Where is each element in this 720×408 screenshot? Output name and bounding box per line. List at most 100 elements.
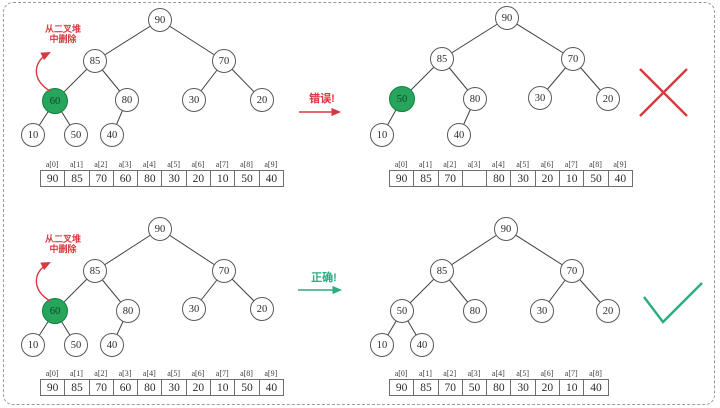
array-cell: 90 bbox=[40, 170, 66, 187]
array-cell: 30 bbox=[161, 170, 187, 187]
array-cell: 70 bbox=[88, 379, 114, 396]
array-index-label: a[6] bbox=[191, 160, 205, 169]
array-index-label: a[0] bbox=[45, 160, 59, 169]
array-index-label: a[5] bbox=[516, 160, 530, 169]
heap-node-heap-before-bottom-60: 60 bbox=[42, 298, 68, 324]
array-cell: 80 bbox=[137, 379, 163, 396]
heap-node-heap-before-bottom-70: 70 bbox=[212, 259, 236, 283]
array-index-label: a[0] bbox=[394, 369, 408, 378]
array-cell: 20 bbox=[534, 170, 561, 187]
array-index-label: a[6] bbox=[540, 160, 554, 169]
array-cell: 70 bbox=[437, 379, 463, 396]
heap-node-heap-before-top-85: 85 bbox=[83, 49, 107, 73]
heap-node-heap-before-bottom-40: 40 bbox=[100, 333, 124, 357]
heap-node-heap-before-top-70: 70 bbox=[212, 49, 236, 73]
heap-node-heap-before-top-50: 50 bbox=[64, 123, 88, 147]
array-index-label: a[2] bbox=[94, 160, 108, 169]
array-cell: 20 bbox=[534, 379, 561, 396]
array-index-label: a[1] bbox=[419, 369, 432, 378]
heap-node-heap-after-correct-85: 85 bbox=[430, 259, 454, 283]
heap-node-heap-before-top-30: 30 bbox=[182, 88, 206, 112]
heap-node-heap-after-wrong-85: 85 bbox=[430, 47, 454, 71]
array-cell: 10 bbox=[210, 170, 236, 187]
heap-node-heap-after-correct-50: 50 bbox=[390, 299, 414, 323]
delete-note-bottom-line2: 中删除 bbox=[49, 244, 77, 254]
array-index-label: a[3] bbox=[118, 369, 132, 378]
heap-node-heap-after-wrong-10: 10 bbox=[370, 123, 394, 147]
array-cell: 85 bbox=[413, 379, 439, 396]
array-index-label: a[2] bbox=[94, 369, 108, 378]
array-index-label: a[5] bbox=[167, 369, 181, 378]
array-index-label: a[4] bbox=[491, 369, 505, 378]
array-cell: 90 bbox=[389, 379, 415, 396]
delete-note-top-line1: 从二叉堆 bbox=[44, 24, 81, 34]
heap-node-heap-after-wrong-20: 20 bbox=[596, 87, 620, 111]
array-cell: 50 bbox=[583, 170, 609, 187]
array-cell: 50 bbox=[234, 170, 260, 187]
heap-node-heap-after-wrong-70: 70 bbox=[561, 47, 585, 71]
array-index-label: a[9] bbox=[264, 160, 278, 169]
array-cell: 30 bbox=[510, 379, 536, 396]
heap-node-heap-before-bottom-10: 10 bbox=[21, 333, 45, 357]
array-index-label: a[0] bbox=[45, 369, 59, 378]
array-cell: 50 bbox=[461, 379, 488, 396]
array-index-label: a[6] bbox=[191, 369, 205, 378]
heap-node-heap-after-correct-40: 40 bbox=[410, 333, 434, 357]
array-cell: 20 bbox=[185, 170, 212, 187]
array-cell: 80 bbox=[486, 170, 512, 187]
wrong-label: 错误! bbox=[309, 93, 335, 105]
heap-node-heap-after-correct-20: 20 bbox=[596, 299, 620, 323]
array-cell: 90 bbox=[40, 379, 66, 396]
array-cell: 40 bbox=[258, 379, 284, 396]
heap-node-heap-after-correct-70: 70 bbox=[560, 259, 584, 283]
heap-node-heap-before-top-40: 40 bbox=[100, 123, 124, 147]
array-index-label: a[7] bbox=[564, 369, 578, 378]
heap-node-heap-after-correct-90: 90 bbox=[494, 217, 518, 241]
array-index-label: a[9] bbox=[264, 369, 278, 378]
heap-node-heap-after-correct-30: 30 bbox=[530, 299, 554, 323]
array-index-label: a[7] bbox=[215, 369, 229, 378]
array-index-label: a[7] bbox=[215, 160, 229, 169]
heap-node-heap-before-top-80: 80 bbox=[115, 88, 139, 112]
array-cell bbox=[461, 170, 488, 187]
array-index-row-heap-before-bottom: a[0] a[1] a[2] a[3] a[4] a[5] a[6] a[7] a[8] a[9] bbox=[40, 369, 283, 378]
array-cell: 85 bbox=[64, 170, 90, 187]
array-index-label: a[8] bbox=[589, 369, 602, 378]
array-index-label: a[1] bbox=[70, 369, 83, 378]
array-index-label: a[8] bbox=[240, 369, 253, 378]
array-index-label: a[9] bbox=[613, 160, 627, 169]
array-index-label: a[3] bbox=[467, 160, 481, 169]
array-cell: 50 bbox=[234, 379, 260, 396]
heap-node-heap-before-bottom-80: 80 bbox=[116, 299, 140, 323]
array-index-label: a[7] bbox=[564, 160, 578, 169]
heap-node-heap-before-bottom-20: 20 bbox=[250, 297, 274, 321]
heap-node-heap-before-bottom-85: 85 bbox=[83, 259, 107, 283]
array-index-label: a[4] bbox=[142, 160, 156, 169]
heap-node-heap-after-wrong-90: 90 bbox=[495, 6, 519, 30]
array-index-label: a[4] bbox=[142, 369, 156, 378]
array-cell: 80 bbox=[137, 170, 163, 187]
array-index-row-heap-after-wrong: a[0]a[1]a[2]a[3]a[4]a[5]a[6]a[7]a[8]a[9] bbox=[389, 160, 632, 169]
heap-node-heap-after-correct-10: 10 bbox=[370, 333, 394, 357]
heap-node-heap-after-wrong-40: 40 bbox=[447, 123, 471, 147]
heap-node-heap-before-bottom-30: 30 bbox=[182, 297, 206, 321]
array-index-label: a[1] bbox=[70, 160, 83, 169]
array-index-label: a[2] bbox=[443, 160, 457, 169]
array-cell: 80 bbox=[486, 379, 512, 396]
delete-note-top: 从二叉堆 中删除 bbox=[35, 24, 91, 44]
delete-note-top-line2: 中删除 bbox=[49, 34, 77, 44]
array-index-label: a[8] bbox=[589, 160, 602, 169]
array-cell: 70 bbox=[437, 170, 463, 187]
array-cell: 85 bbox=[64, 379, 90, 396]
array-cell: 10 bbox=[559, 170, 585, 187]
array-index-label: a[5] bbox=[167, 160, 181, 169]
array-index-label: a[4] bbox=[491, 160, 505, 169]
array-index-label: a[3] bbox=[467, 369, 481, 378]
heap-node-heap-after-wrong-80: 80 bbox=[463, 87, 487, 111]
array-cell: 70 bbox=[88, 170, 114, 187]
